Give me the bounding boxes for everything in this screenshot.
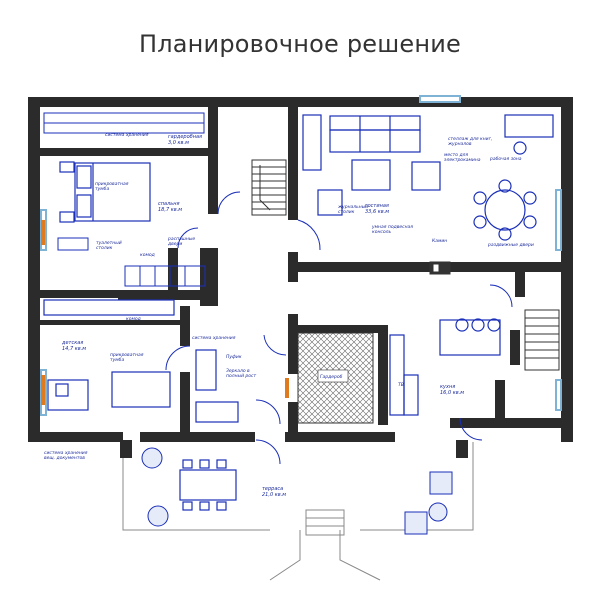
outer-walls	[28, 97, 573, 442]
living-dining-table	[473, 179, 537, 241]
terrace	[122, 442, 474, 581]
staircase-kitchen	[524, 309, 560, 371]
doors	[165, 191, 513, 465]
bedroom-bed	[59, 161, 151, 223]
note-storage: система хранения	[105, 133, 149, 138]
note-workzone: рабочая зона	[489, 156, 522, 162]
note-dresser: комод	[140, 253, 155, 258]
living-workdesk	[504, 114, 554, 155]
accent-windows	[41, 220, 289, 405]
fireplace	[429, 261, 451, 275]
terrace-chairs	[141, 447, 453, 535]
garage-block	[297, 332, 374, 424]
note-kamin: Камин	[432, 238, 447, 244]
note-sliding-doors: раздвижные двери	[487, 243, 534, 248]
kids-room-furniture	[43, 299, 239, 423]
note-dresser-2: комод	[126, 317, 141, 322]
note-pouf: Пуфик	[226, 354, 242, 360]
bedroom-wardrobe	[57, 237, 206, 287]
terrace-table	[179, 459, 237, 511]
plan-title: Планировочное решение	[138, 30, 462, 58]
note-bookshelf: стеллаж для книг,журналов	[447, 137, 492, 147]
terrace-pillars	[120, 440, 468, 458]
note-tv: ТВ	[398, 382, 404, 388]
note-storage-2: система хранения	[192, 336, 236, 341]
living-sofa	[302, 114, 441, 216]
kitchen-counter	[389, 318, 501, 416]
label-garage: Гардероб	[320, 374, 343, 380]
staircase-main	[251, 159, 287, 216]
storage-unit-top	[43, 112, 205, 134]
